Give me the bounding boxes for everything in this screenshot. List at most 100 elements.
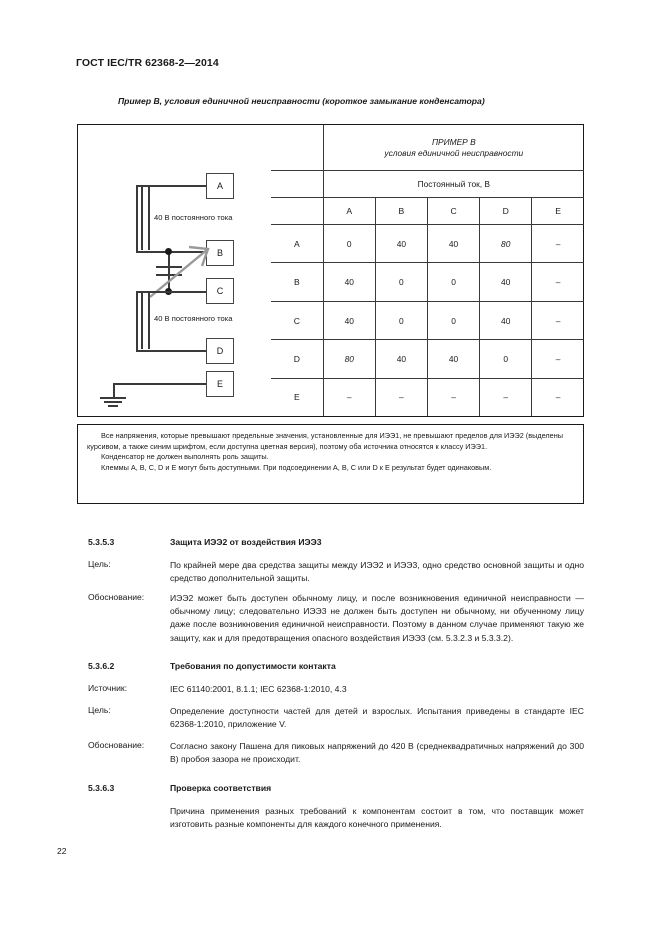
wire-c-horizontal (136, 291, 206, 293)
source-voltage-label-bottom: 40 В постоянного тока (154, 314, 233, 323)
table-group-header-row: Постоянный ток, В (271, 170, 584, 198)
cell-d-b: 40 (374, 339, 428, 379)
table-title-line1: ПРИМЕР В (431, 136, 476, 147)
table-title-line2: условия единичной неисправности (384, 147, 524, 158)
cell-d-c: 40 (426, 339, 481, 379)
text-purpose-5-3-6-2: Определение доступности частей для детей… (170, 706, 584, 730)
text-purpose-5-3-5-3: По крайней мере два средства защиты межд… (170, 560, 584, 584)
figure-box: A B C D E 40 В постоянного тока (77, 124, 584, 417)
text-body-5-3-6-3: Причина применения разных требований к к… (170, 806, 584, 830)
wire-a-horizontal (136, 185, 206, 187)
battery-plate-long-bottom (141, 293, 143, 349)
cell-a-b: 40 (374, 223, 428, 264)
terminal-box-d: D (206, 338, 234, 364)
section-title-5-3-6-3: Проверка соответствия (170, 783, 272, 793)
table-row: D 80 40 40 0 – (271, 339, 584, 379)
capacitor-plate-upper (156, 266, 182, 268)
ground-symbol-icon (100, 397, 128, 409)
cell-c-c: 0 (426, 300, 481, 341)
battery-plate-long-top (141, 187, 143, 250)
table-column-header-row: A B C D E (271, 197, 584, 225)
figure-notes-box: Все напряжения, которые превышают предел… (77, 424, 584, 504)
table-body: A 0 40 40 80 – B 40 0 0 40 – C 40 (271, 223, 584, 416)
cell-e-c: – (426, 377, 481, 416)
table-group-header: Постоянный ток, В (322, 170, 584, 198)
cell-b-c: 0 (426, 262, 481, 302)
section-title-5-3-5-3: Защита ИЭЭ2 от воздействия ИЭЭ3 (170, 537, 322, 547)
cell-a-e: – (531, 223, 584, 264)
cell-d-d: 0 (479, 339, 533, 379)
cell-c-d: 40 (479, 300, 533, 341)
document-standard-header: ГОСТ IEC/TR 62368-2—2014 (76, 57, 219, 69)
wire-ground-drop (113, 383, 115, 399)
wire-top-left-rail (136, 185, 138, 252)
node-dot-b (165, 248, 172, 255)
wire-d-horizontal (136, 350, 206, 352)
page-number: 22 (57, 846, 67, 856)
text-source-5-3-6-2: IEC 61140:2001, 8.1.1; IEC 62368-1:2010,… (170, 684, 347, 694)
cell-b-d: 40 (479, 262, 533, 302)
table-corner-blank-top (271, 125, 324, 171)
wire-bottom-left-rail (136, 291, 138, 351)
terminal-box-b: B (206, 240, 234, 266)
figure-note-1: Все напряжения, которые превышают предел… (87, 431, 564, 451)
cell-e-b: – (374, 377, 428, 416)
table-row: B 40 0 0 40 – (271, 262, 584, 302)
table-column-header-c: C (426, 197, 481, 225)
cell-b-e: – (531, 262, 584, 302)
cell-b-a: 40 (322, 262, 376, 302)
label-source-5-3-6-2: Источник: (88, 683, 128, 693)
battery-plate-short-top (148, 187, 150, 250)
table-row-header-b: B (271, 262, 324, 302)
cell-c-b: 0 (374, 300, 428, 341)
table-column-header-e: E (531, 197, 584, 225)
wire-e-horizontal (113, 383, 206, 385)
cell-d-a: 80 (322, 339, 376, 379)
cell-a-d: 80 (479, 223, 533, 264)
section-number-5-3-6-3: 5.3.6.3 (88, 783, 115, 793)
section-title-5-3-6-2: Требования по допустимости контакта (170, 661, 336, 671)
table-column-header-d: D (479, 197, 533, 225)
table-row: C 40 0 0 40 – (271, 300, 584, 341)
battery-plate-short-bottom (148, 293, 150, 349)
figure-caption: Пример В, условия единичной неисправност… (118, 96, 485, 106)
cell-c-a: 40 (322, 300, 376, 341)
cell-a-a: 0 (322, 223, 376, 264)
label-purpose-5-3-5-3: Цель: (88, 559, 111, 569)
table-corner-blank-mid (271, 170, 324, 198)
label-rationale-5-3-5-3: Обоснование: (88, 592, 145, 602)
terminal-box-c: C (206, 278, 234, 304)
figure-note-2: Конденсатор не должен выполнять роль защ… (101, 452, 269, 462)
cell-a-c: 40 (426, 223, 481, 264)
example-b-matrix-table: ПРИМЕР В условия единичной неисправности… (271, 125, 584, 416)
table-row-header-e: E (271, 377, 324, 416)
circuit-diagram: A B C D E 40 В постоянного тока (78, 125, 271, 416)
cell-e-e: – (531, 377, 584, 416)
figure-note-3: Клеммы А, В, С, D и Е могут быть доступн… (101, 462, 492, 472)
table-column-header-a: A (322, 197, 376, 225)
table-corner-blank-bottom (271, 197, 324, 225)
table-row-header-a: A (271, 223, 324, 264)
label-purpose-5-3-6-2: Цель: (88, 705, 111, 715)
cell-e-a: – (322, 377, 376, 416)
label-rationale-5-3-6-2: Обоснование: (88, 740, 145, 750)
table-row: A 0 40 40 80 – (271, 223, 584, 264)
capacitor-plate-lower (156, 274, 182, 276)
terminal-box-a: A (206, 173, 234, 199)
table-column-header-b: B (374, 197, 428, 225)
table-title-row: ПРИМЕР В условия единичной неисправности (271, 125, 584, 171)
table-row-header-d: D (271, 339, 324, 379)
table-row-header-c: C (271, 300, 324, 341)
cell-c-e: – (531, 300, 584, 341)
terminal-box-e: E (206, 371, 234, 397)
source-voltage-label-top: 40 В постоянного тока (154, 213, 233, 222)
table-title-cell: ПРИМЕР В условия единичной неисправности (322, 125, 584, 171)
cell-e-d: – (479, 377, 533, 416)
section-number-5-3-6-2: 5.3.6.2 (88, 661, 115, 671)
wire-capacitor-branch (168, 251, 170, 291)
section-number-5-3-5-3: 5.3.5.3 (88, 537, 115, 547)
text-rationale-5-3-6-2: Согласно закону Пашена для пиковых напря… (170, 741, 584, 765)
cell-d-e: – (531, 339, 584, 379)
cell-b-b: 0 (374, 262, 428, 302)
